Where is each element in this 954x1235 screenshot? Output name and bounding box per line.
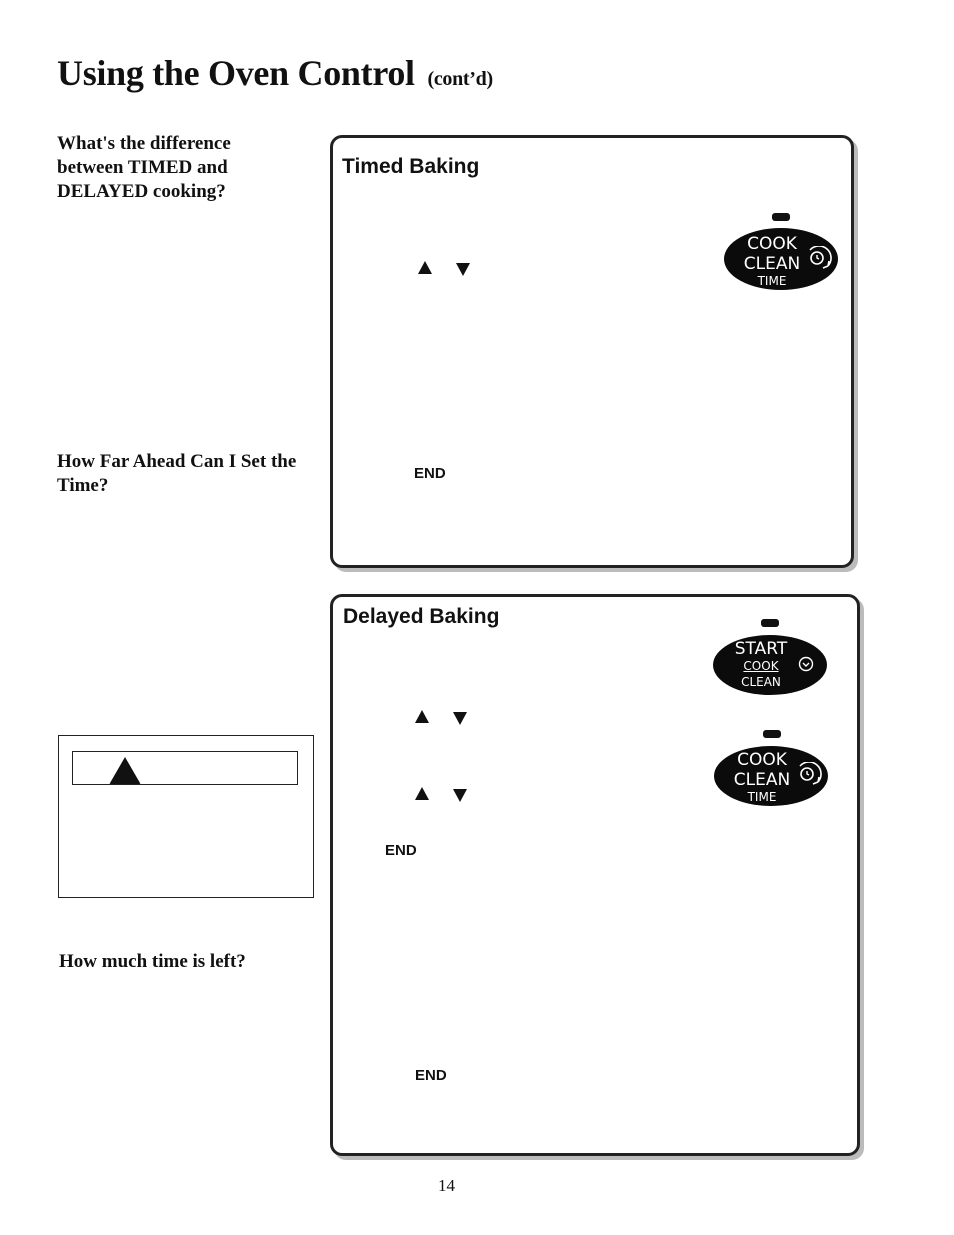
delayed-end-label-1: END [385, 842, 417, 859]
down-arrow-icon [453, 789, 467, 802]
cook-time-indicator-light [772, 213, 790, 221]
time-label: TIME [747, 790, 777, 804]
warning-triangle-icon [109, 757, 141, 784]
page-title-suffix: (cont’d) [427, 68, 493, 90]
clock-icon [809, 246, 832, 269]
up-arrow-icon [415, 710, 429, 723]
page-title-main: Using the Oven Control [57, 53, 415, 93]
cook-label: COOK [743, 659, 779, 673]
up-arrow-icon [415, 787, 429, 800]
delayed-baking-title: Delayed Baking [343, 605, 500, 628]
clean-label: CLEAN [733, 770, 791, 790]
cook-label: COOK [737, 750, 787, 770]
up-arrow-icon [418, 261, 432, 274]
delayed-baking-panel: Delayed Baking END END START COOK CLEAN … [330, 594, 860, 1156]
question-timed-vs-delayed: What's the difference between TIMED and … [57, 133, 231, 202]
delayed-end-label-2: END [415, 1067, 447, 1084]
timed-baking-panel: Timed Baking END COOK CLEAN TIME [330, 135, 854, 568]
cook-clean-time-button[interactable]: COOK CLEAN TIME [714, 746, 828, 806]
timed-baking-title: Timed Baking [342, 155, 480, 178]
page-title: Using the Oven Control (cont’d) [57, 52, 493, 94]
page-number: 14 [438, 1176, 455, 1195]
question-time-left: How much time is left? [59, 951, 246, 972]
start-label: START [734, 639, 788, 659]
timed-end-label: END [414, 465, 446, 482]
start-time-indicator-light [761, 619, 779, 627]
time-label: TIME [757, 274, 787, 288]
question-how-far-ahead: How Far Ahead Can I Set the Time? [57, 451, 297, 496]
clean-label: CLEAN [743, 254, 801, 274]
warning-box [58, 735, 314, 898]
cook-clean-time-button[interactable]: COOK CLEAN TIME [724, 228, 838, 290]
clean-label: CLEAN [741, 675, 781, 689]
clock-icon [798, 656, 814, 672]
start-cook-clean-button[interactable]: START COOK CLEAN [713, 635, 827, 695]
cook-label: COOK [747, 234, 797, 254]
down-arrow-icon [456, 263, 470, 276]
clock-icon [799, 762, 822, 785]
cook-time-indicator-light [763, 730, 781, 738]
down-arrow-icon [453, 712, 467, 725]
warning-header [72, 751, 298, 785]
